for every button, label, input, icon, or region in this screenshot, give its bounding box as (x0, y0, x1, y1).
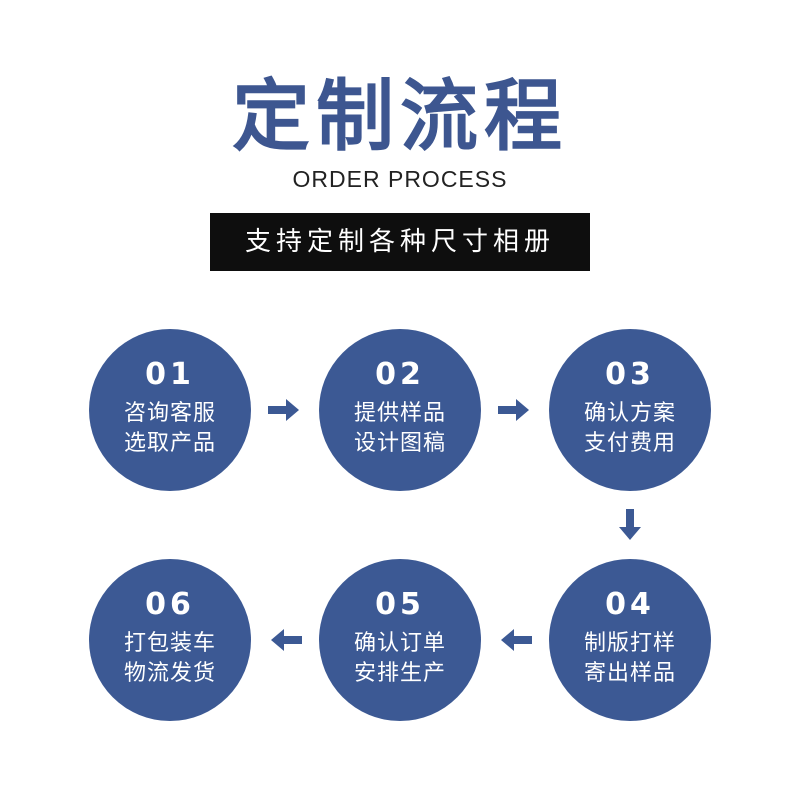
step-06: 06 打包装车 物流发货 (89, 559, 251, 721)
step-line-1: 提供样品 (353, 401, 446, 426)
step-line-2: 设计图稿 (353, 431, 446, 456)
step-number: 01 (145, 357, 195, 392)
step-number: 02 (375, 357, 425, 392)
step-number: 06 (145, 587, 195, 622)
step-03: 03 确认方案 支付费用 (549, 329, 711, 491)
step-line-1: 咨询客服 (123, 401, 216, 426)
step-number: 05 (375, 587, 425, 622)
arrow-left-icon (501, 629, 532, 651)
step-line-2: 选取产品 (123, 431, 216, 456)
step-04: 04 制版打样 寄出样品 (549, 559, 711, 721)
step-01: 01 咨询客服 选取产品 (89, 329, 251, 491)
step-number: 04 (605, 587, 655, 622)
step-line-1: 确认方案 (583, 401, 676, 426)
page-subtitle: ORDER PROCESS (292, 166, 508, 192)
step-line-2: 物流发货 (123, 661, 216, 686)
step-05: 05 确认订单 安排生产 (319, 559, 481, 721)
step-line-1: 打包装车 (123, 631, 216, 656)
arrow-left-icon (271, 629, 302, 651)
step-line-1: 确认订单 (353, 631, 446, 656)
arrow-down-icon (619, 509, 641, 540)
step-number: 03 (605, 357, 655, 392)
step-line-2: 安排生产 (353, 661, 446, 686)
step-line-1: 制版打样 (583, 631, 676, 656)
banner-label: 支持定制各种尺寸相册 (210, 213, 590, 271)
arrow-right-icon (268, 399, 299, 421)
step-line-2: 寄出样品 (583, 661, 676, 686)
arrow-right-icon (498, 399, 529, 421)
step-02: 02 提供样品 设计图稿 (319, 329, 481, 491)
page-title: 定制流程 (231, 72, 568, 162)
step-line-2: 支付费用 (583, 431, 676, 456)
